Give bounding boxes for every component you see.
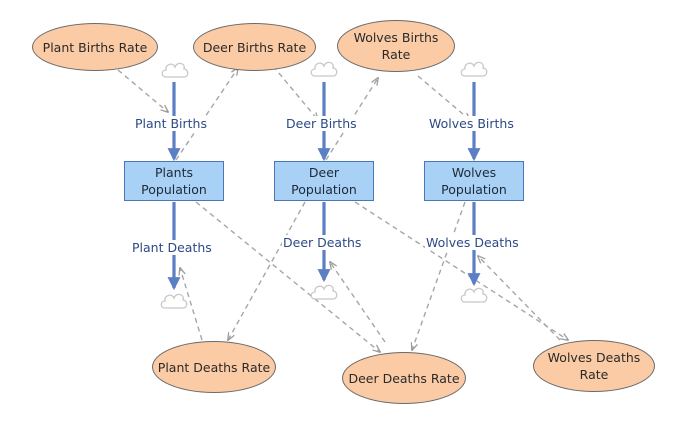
variable-wolves-deaths-rate[interactable]: Wolves Deaths Rate [533,340,655,392]
link-plants-to-deer-deaths-rate [195,201,380,352]
link-wolves-deaths-rate-to-wolves-deaths [478,256,561,341]
flow-label-plant-deaths: Plant Deaths [131,240,213,255]
stock-wolves-population[interactable]: Wolves Population [424,161,524,201]
link-deer-deaths-rate-to-deer-deaths [330,262,386,343]
flow-label-deer-deaths: Deer Deaths [282,235,363,250]
link-wolves-births-rate-to-wolves-births [417,75,470,120]
link-plants-to-deer-births-rate [175,68,238,161]
variable-deer-deaths-rate[interactable]: Deer Deaths Rate [342,352,466,404]
cloud-icon [310,284,338,300]
stock-plants-population[interactable]: Plants Population [124,161,224,201]
cloud-icon [460,287,488,303]
flow-label-wolves-births: Wolves Births [428,116,515,131]
variable-wolves-births-rate[interactable]: Wolves Births Rate [337,20,455,72]
stock-deer-population[interactable]: Deer Population [274,161,374,201]
link-deer-to-plant-deaths-rate [228,201,306,340]
link-plant-births-rate-to-plant-births [117,69,168,112]
flow-label-wolves-deaths: Wolves Deaths [425,235,520,250]
flow-label-deer-births: Deer Births [285,116,358,131]
link-deer-births-rate-to-deer-births [272,65,318,120]
link-wolves-to-deer-deaths-rate [412,201,466,350]
variable-plant-births-rate[interactable]: Plant Births Rate [32,23,158,71]
variable-plant-deaths-rate[interactable]: Plant Deaths Rate [152,341,276,393]
flow-label-plant-births: Plant Births [134,116,208,131]
link-plant-deaths-rate-to-plant-deaths [180,268,203,341]
cloud-icon [460,61,488,77]
cloud-icon [161,62,189,78]
cloud-icon [160,293,188,309]
influence-links [117,65,568,352]
cloud-icon [310,61,338,77]
link-deer-to-wolves-deaths-rate [354,201,568,340]
variable-deer-births-rate[interactable]: Deer Births Rate [193,23,316,71]
